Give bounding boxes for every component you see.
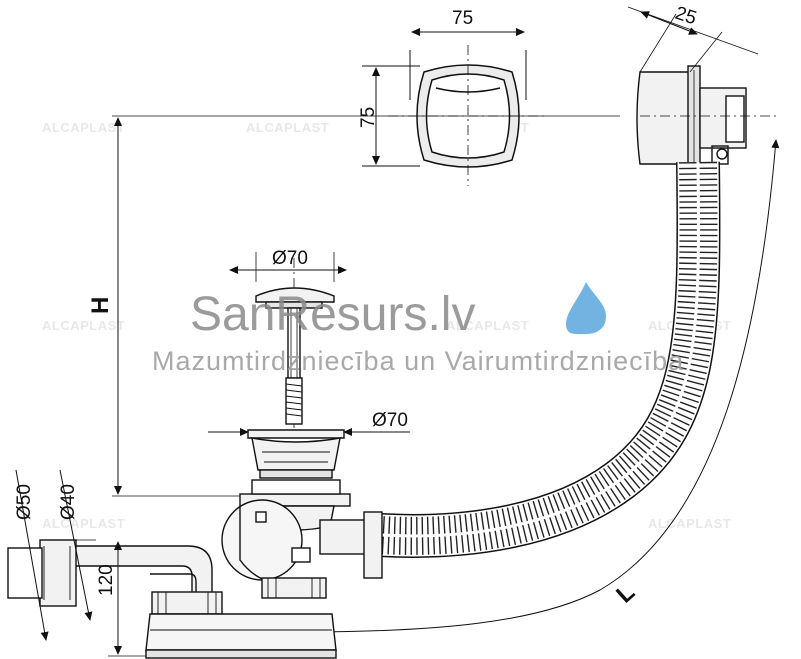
site-name: SanResurs.lv [190, 288, 475, 341]
trap-assembly [7, 539, 337, 659]
trap-height-label: 120 [96, 564, 117, 596]
water-drop-icon [566, 282, 606, 335]
height-label: H [87, 297, 114, 314]
watermark-logo: ALCAPLAST [42, 318, 125, 333]
overflow-depth-label: 25 [672, 3, 699, 30]
rosette-width-label: 75 [452, 8, 473, 29]
watermark-logo: ALCAPLAST [648, 516, 731, 531]
watermark-logo: ALCAPLAST [42, 120, 125, 135]
dimension-line [59, 469, 93, 621]
outlet-inner-diameter-label: Ø40 [58, 484, 79, 520]
extension-line [689, 31, 723, 73]
overflow-head [636, 65, 780, 171]
watermark-logo: ALCAPLAST [42, 516, 125, 531]
site-watermark: SanResurs.lv Mazumtirdzniecība un Vairum… [152, 282, 684, 376]
drain-body [221, 429, 383, 585]
watermark-logo: ALCAPLAST [246, 120, 329, 135]
plug-diameter-label: Ø70 [272, 248, 308, 269]
dimension-line [640, 11, 698, 35]
length-label: L [611, 579, 640, 609]
site-tagline: Mazumtirdzniecība un Vairumtirdzniecība [152, 346, 684, 376]
dimension-line [15, 469, 49, 641]
overflow-rosette [362, 45, 548, 186]
pop-up-plug [255, 258, 335, 430]
dimension-line [627, 6, 759, 55]
strainer-diameter-label: Ø70 [372, 410, 408, 431]
rosette-height-label: 75 [358, 107, 379, 128]
extension-line [639, 13, 677, 73]
length-dimension [299, 139, 780, 636]
outlet-outer-diameter-label: Ø50 [14, 484, 35, 520]
